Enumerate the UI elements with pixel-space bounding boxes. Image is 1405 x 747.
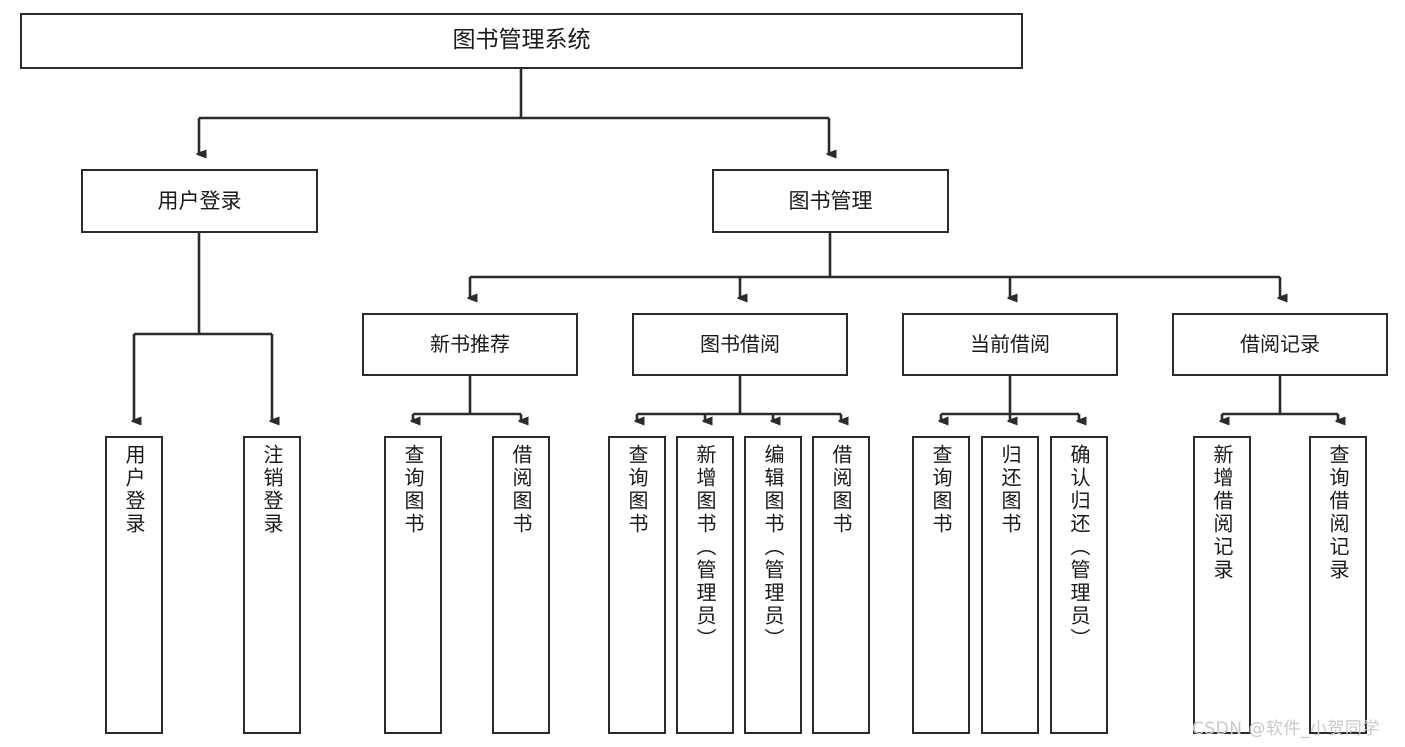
leaf-confirm-return-admin[interactable]: 确认归还（管理员） <box>1050 436 1108 734</box>
node-root[interactable]: 图书管理系统 <box>20 13 1023 69</box>
node-current-borrow[interactable]: 当前借阅 <box>902 313 1118 376</box>
leaf-query-book-borrow-label: 查询图书 <box>625 444 649 536</box>
leaf-edit-book-admin[interactable]: 编辑图书（管理员） <box>744 436 802 734</box>
leaf-edit-book-admin-label: 编辑图书（管理员） <box>761 444 785 651</box>
leaf-add-book-admin[interactable]: 新增图书（管理员） <box>676 436 734 734</box>
leaf-add-borrow-record[interactable]: 新增借阅记录 <box>1193 436 1251 734</box>
leaf-borrow-book-recommend[interactable]: 借阅图书 <box>492 436 550 734</box>
node-new-book-recommendation-label: 新书推荐 <box>430 331 510 356</box>
leaf-user-login[interactable]: 用户登录 <box>105 436 163 734</box>
node-book-borrow[interactable]: 图书借阅 <box>632 313 848 376</box>
leaf-logout-label: 注销登录 <box>260 444 284 536</box>
leaf-query-book-recommend[interactable]: 查询图书 <box>384 436 442 734</box>
leaf-borrow-book-recommend-label: 借阅图书 <box>509 444 533 536</box>
leaf-borrow-book[interactable]: 借阅图书 <box>812 436 870 734</box>
leaf-confirm-return-admin-label: 确认归还（管理员） <box>1067 444 1091 651</box>
leaf-query-borrow-record-label: 查询借阅记录 <box>1326 444 1350 582</box>
leaf-query-book-current-label: 查询图书 <box>929 444 953 536</box>
node-user-login[interactable]: 用户登录 <box>81 169 318 233</box>
leaf-add-book-admin-label: 新增图书（管理员） <box>693 444 717 651</box>
node-book-management[interactable]: 图书管理 <box>712 169 949 233</box>
leaf-return-book[interactable]: 归还图书 <box>981 436 1039 734</box>
leaf-return-book-label: 归还图书 <box>998 444 1022 536</box>
node-book-management-label: 图书管理 <box>788 188 873 213</box>
node-user-login-label: 用户登录 <box>157 188 242 213</box>
node-borrow-record[interactable]: 借阅记录 <box>1172 313 1388 376</box>
node-borrow-record-label: 借阅记录 <box>1240 331 1320 356</box>
leaf-borrow-book-label: 借阅图书 <box>829 444 853 536</box>
leaf-query-borrow-record[interactable]: 查询借阅记录 <box>1309 436 1367 734</box>
node-root-label: 图书管理系统 <box>452 27 591 54</box>
leaf-query-book-current[interactable]: 查询图书 <box>912 436 970 734</box>
leaf-query-book-borrow[interactable]: 查询图书 <box>608 436 666 734</box>
node-book-borrow-label: 图书借阅 <box>700 331 780 356</box>
leaf-user-login-label: 用户登录 <box>122 444 146 536</box>
leaf-add-borrow-record-label: 新增借阅记录 <box>1210 444 1234 582</box>
leaf-query-book-recommend-label: 查询图书 <box>401 444 425 536</box>
leaf-logout[interactable]: 注销登录 <box>243 436 301 734</box>
watermark: CSDN @软件_小贺同学 <box>1192 719 1380 739</box>
node-new-book-recommendation[interactable]: 新书推荐 <box>362 313 578 376</box>
node-current-borrow-label: 当前借阅 <box>970 331 1050 356</box>
